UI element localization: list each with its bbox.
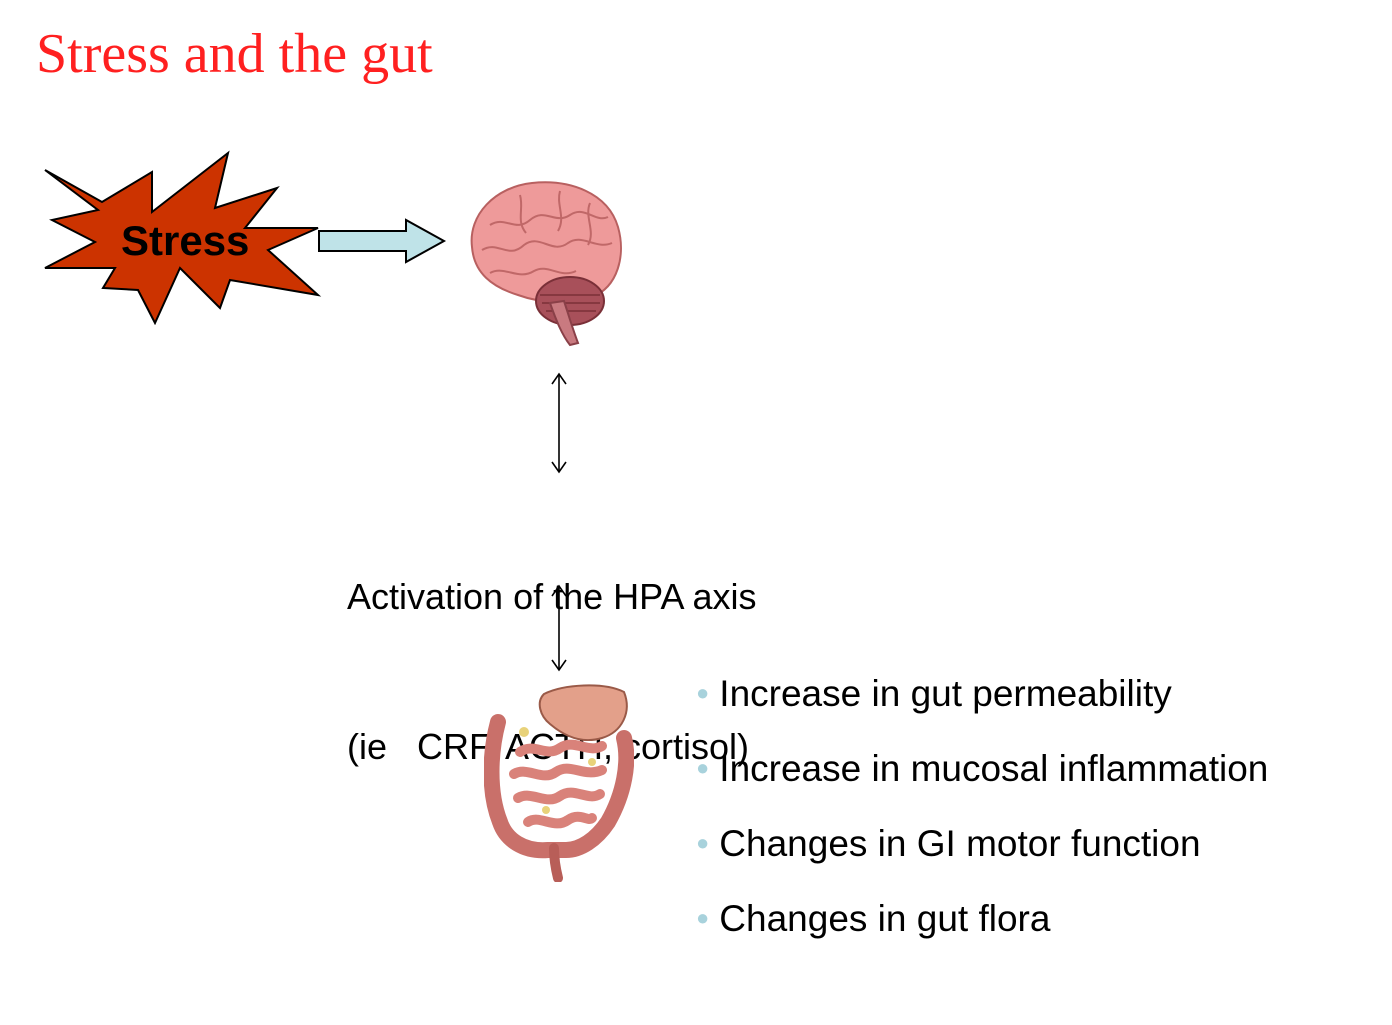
list-item-text: Increase in mucosal inflammation bbox=[719, 748, 1269, 789]
list-item: ● Changes in GI motor function bbox=[696, 818, 1268, 868]
effects-list: ● Increase in gut permeability ● Increase … bbox=[696, 668, 1268, 968]
bullet-icon: ● bbox=[696, 830, 710, 855]
stress-label: Stress bbox=[121, 217, 250, 264]
list-item: ● Increase in mucosal inflammation bbox=[696, 743, 1268, 793]
intestines-icon bbox=[484, 684, 634, 882]
hpa-line-1: Activation of the HPA axis bbox=[347, 576, 757, 617]
flow-arrow-icon bbox=[318, 218, 447, 264]
list-item: ● Increase in gut permeability bbox=[696, 668, 1268, 718]
bullet-icon: ● bbox=[696, 680, 710, 705]
list-item-text: Changes in gut flora bbox=[719, 898, 1051, 939]
double-arrow-icon bbox=[551, 584, 567, 672]
bullet-icon: ● bbox=[696, 755, 710, 780]
list-item: ● Changes in gut flora bbox=[696, 893, 1268, 943]
brain-icon bbox=[470, 181, 622, 347]
stress-burst-icon bbox=[44, 150, 322, 325]
double-arrow-icon bbox=[551, 372, 567, 474]
slide-title: Stress and the gut bbox=[36, 23, 433, 85]
bullet-icon: ● bbox=[696, 905, 710, 930]
list-item-text: Changes in GI motor function bbox=[719, 823, 1201, 864]
list-item-text: Increase in gut permeability bbox=[719, 673, 1172, 714]
